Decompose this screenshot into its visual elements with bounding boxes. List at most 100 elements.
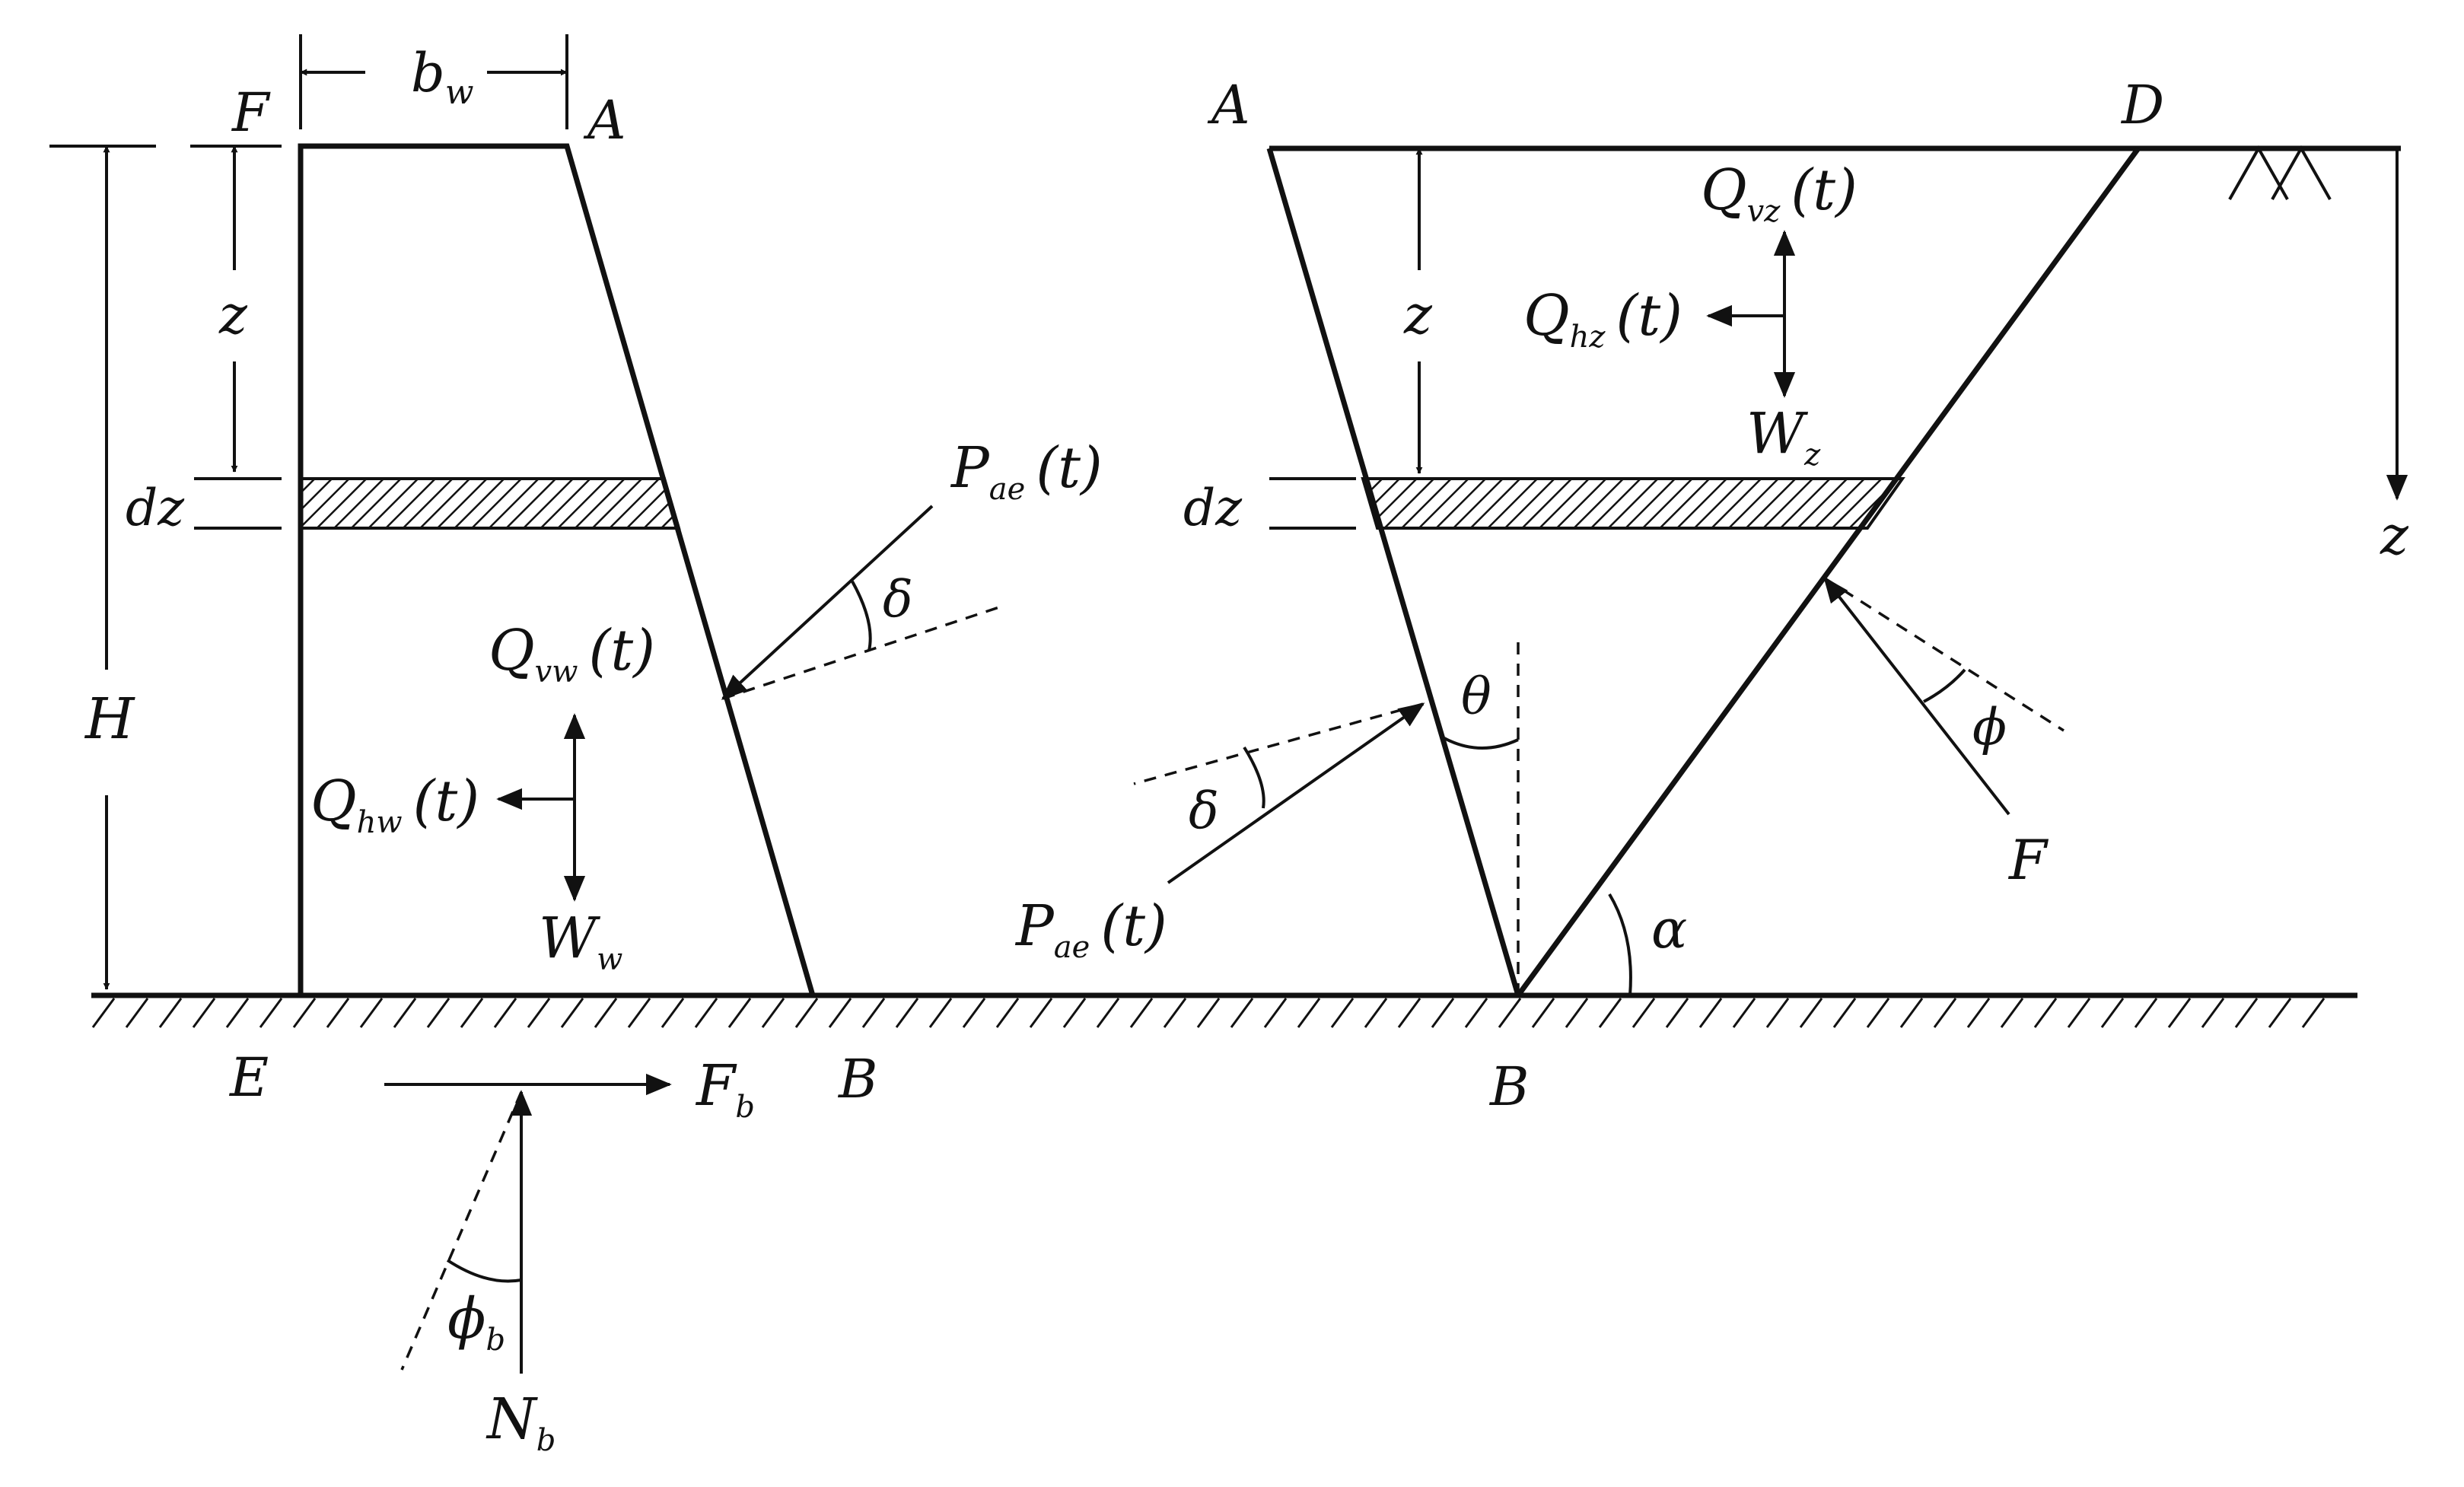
right-active-force-label: Pae(t): [1014, 893, 1167, 965]
ground-hatch-tick: [2067, 998, 2091, 1028]
ground-hatch-tick: [1397, 998, 1421, 1028]
ground-hatch-tick: [627, 998, 651, 1028]
ground-hatch-tick: [192, 998, 216, 1028]
right-point-A: A: [1207, 74, 1250, 136]
ground-hatch-tick: [1330, 998, 1355, 1028]
ground-hatch-tick: [1029, 998, 1053, 1028]
ground-hatch-tick: [794, 998, 819, 1028]
width-label: bw: [411, 42, 473, 112]
ground-hatch-tick: [661, 998, 685, 1028]
ground-hatch-tick: [1062, 998, 1087, 1028]
weight-label: Ww: [539, 906, 622, 977]
ground-hatch-tick: [928, 998, 953, 1028]
wall-strip: [299, 477, 681, 530]
ground-hatch-tick: [1297, 998, 1321, 1028]
ground-hatch-tick: [1464, 998, 1488, 1028]
ground-hatch-tick: [828, 998, 852, 1028]
phi-b-label: ϕb: [447, 1286, 505, 1358]
ground-hatch-tick: [225, 998, 250, 1028]
right-weight-label: Wz: [1746, 401, 1821, 473]
theta-arc: [1444, 737, 1519, 750]
right-point-D: D: [2120, 74, 2164, 136]
ground-hatch-tick: [962, 998, 986, 1028]
ground-hatch-tick: [1732, 998, 1756, 1028]
ground-hatch-tick: [1799, 998, 1823, 1028]
right-delta-label: δ: [1189, 782, 1219, 840]
point-A: A: [583, 89, 626, 151]
wedge-strip: [1361, 477, 1905, 530]
ground-hatch-tick: [1129, 998, 1154, 1028]
failure-plane-normal: [1824, 577, 2064, 732]
depth-axis-label: z: [2380, 505, 2409, 567]
ground-hatch-tick: [895, 998, 919, 1028]
depth-label: z: [218, 284, 248, 346]
ground-hatch-tick: [1498, 998, 1522, 1028]
delta-arc: [851, 581, 872, 651]
ground-hatch-tick: [292, 998, 317, 1028]
ground-hatch-tick: [1765, 998, 1790, 1028]
ground-hatch-tick: [694, 998, 718, 1028]
failure-plane: [1516, 146, 2141, 998]
ground-hatch-tick: [2000, 998, 2024, 1028]
ground-hatch-tick: [359, 998, 384, 1028]
base-friction-label: Fb: [695, 1053, 755, 1125]
point-E: E: [228, 1046, 269, 1109]
phi-label: ϕ: [1972, 698, 2007, 756]
ground-hatch-tick: [1163, 998, 1187, 1028]
ground-hatch-tick: [1598, 998, 1622, 1028]
ground-hatch-tick: [1899, 998, 1924, 1028]
ground-hatch-tick: [326, 998, 350, 1028]
ground-hatch-tick: [2134, 998, 2158, 1028]
ground-hatch-tick: [1263, 998, 1288, 1028]
wall-normal: [722, 603, 1007, 700]
ground-hatch-tick: [1632, 998, 1656, 1028]
ground-hatch-tick: [259, 998, 283, 1028]
right-diagram: z z dz A D B Qvz(t) Qhz(t) Wz δ Pae(t: [1014, 74, 2409, 1118]
ground-hatch-tick: [2268, 998, 2292, 1028]
right-strip-label: dz: [1183, 479, 1243, 537]
ground-hatch-tick: [1096, 998, 1120, 1028]
left-diagram: bw H z dz F A E B δ Pae(t) Qvw: [49, 34, 1103, 1458]
strip-label: dz: [126, 479, 185, 537]
ground-hatch-tick: [426, 998, 450, 1028]
ground-hatch-tick: [1866, 998, 1890, 1028]
ground-surface-symbol: [2228, 145, 2332, 200]
right-active-force-arrow: [1167, 702, 1425, 884]
right-horizontal-force-label: Qhz(t): [1523, 283, 1682, 355]
height-label: H: [84, 686, 135, 752]
soil-reaction-arrow: [1823, 576, 2010, 816]
ground-hatch-tick: [527, 998, 551, 1028]
ground-hatch-tick: [125, 998, 149, 1028]
ground-hatch-tick: [2301, 998, 2326, 1028]
ground-hatch-tick: [2201, 998, 2225, 1028]
ground-hatch-tick: [493, 998, 517, 1028]
ground-hatch-tick: [995, 998, 1020, 1028]
ground-hatch-tick: [1933, 998, 1957, 1028]
ground-hatch-tick: [1565, 998, 1589, 1028]
ground-hatch-tick: [2167, 998, 2192, 1028]
horizontal-force-label: Qhw(t): [310, 769, 479, 840]
vertical-force-label: Qvw(t): [489, 618, 655, 689]
ground: [91, 992, 2357, 1028]
right-point-B: B: [1488, 1056, 1529, 1118]
right-delta-arc: [1243, 746, 1265, 809]
ground-hatch-tick: [761, 998, 785, 1028]
point-F: F: [231, 81, 271, 144]
base-normal-label: Nb: [485, 1387, 556, 1458]
ground-hatch-tick: [393, 998, 417, 1028]
wall-back: [1266, 148, 1521, 996]
ground-hatch-tick: [1196, 998, 1221, 1028]
ground-hatch: [91, 998, 2326, 1028]
ground-hatch-tick: [158, 998, 183, 1028]
ground-hatch-tick: [2234, 998, 2259, 1028]
ground-hatch-tick: [1531, 998, 1555, 1028]
active-force-arrow: [721, 505, 934, 700]
alpha-arc: [1608, 893, 1632, 996]
base-resultant-line: [400, 1091, 523, 1371]
right-wall-normal: [1133, 702, 1424, 785]
ground-hatch-tick: [560, 998, 584, 1028]
phi-b-arc: [446, 1259, 522, 1283]
ground-hatch-tick: [1665, 998, 1689, 1028]
point-B: B: [837, 1048, 877, 1110]
